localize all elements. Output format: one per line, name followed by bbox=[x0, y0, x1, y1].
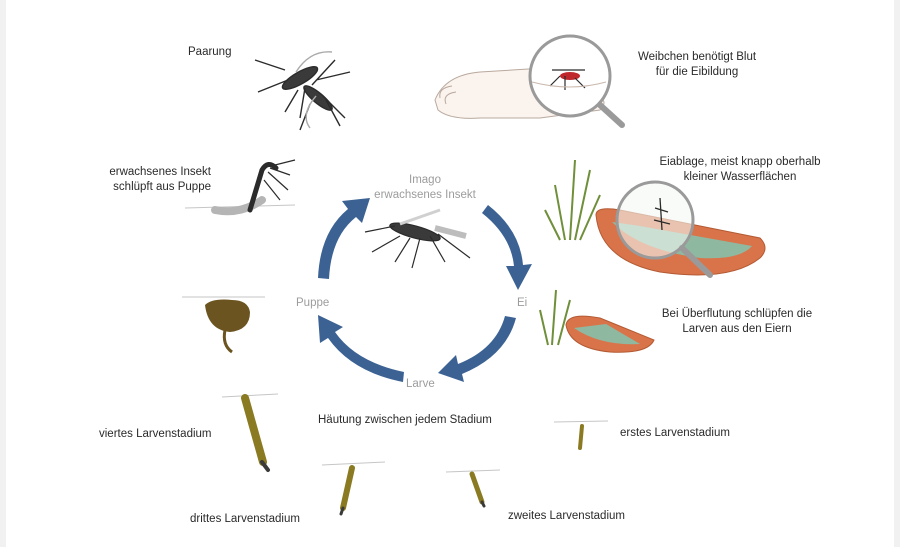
label-erwachsen: erwachsenes Insekt schlüpft aus Puppe bbox=[109, 166, 211, 193]
hand-with-magnifier-icon bbox=[434, 34, 625, 128]
label-erstes-larvenstadium: erstes Larvenstadium bbox=[620, 427, 730, 439]
cycle-arrows bbox=[318, 198, 532, 382]
arrow-puppe-to-imago bbox=[318, 198, 370, 279]
label-zweites-larvenstadium: zweites Larvenstadium bbox=[508, 510, 625, 522]
label-haeutung: Häutung zwischen jedem Stadium bbox=[318, 414, 492, 426]
label-blut: Weibchen benötigt Blut für die Eibildung bbox=[637, 51, 757, 78]
pupa-icon bbox=[182, 296, 265, 354]
label-paarung: Paarung bbox=[188, 46, 232, 58]
arrow-imago-to-ei bbox=[482, 205, 532, 290]
label-ei: Ei bbox=[517, 297, 528, 309]
imago-mosquito-icon bbox=[364, 208, 471, 269]
emerging-mosquito-icon bbox=[184, 159, 296, 216]
flooded-bowl-icon bbox=[539, 289, 655, 353]
mosquito-pair-icon bbox=[254, 51, 351, 131]
label-viertes-larvenstadium: viertes Larvenstadium bbox=[99, 428, 212, 440]
label-drittes-larvenstadium: drittes Larvenstadium bbox=[190, 513, 300, 525]
label-larve: Larve bbox=[406, 378, 435, 390]
label-imago: Imago erwachsenes Insekt bbox=[374, 174, 476, 201]
label-eiablage: Eiablage, meist knapp oberhalb kleiner W… bbox=[659, 156, 821, 183]
grass-bowl-magnifier-icon bbox=[544, 159, 766, 278]
larva-icon bbox=[221, 393, 609, 516]
label-ueberflutung: Bei Überflutung schlüpfen die Larven aus… bbox=[661, 308, 813, 335]
label-puppe: Puppe bbox=[296, 297, 330, 309]
arrow-larve-to-puppe bbox=[318, 315, 404, 382]
arrow-ei-to-larve bbox=[438, 316, 516, 382]
